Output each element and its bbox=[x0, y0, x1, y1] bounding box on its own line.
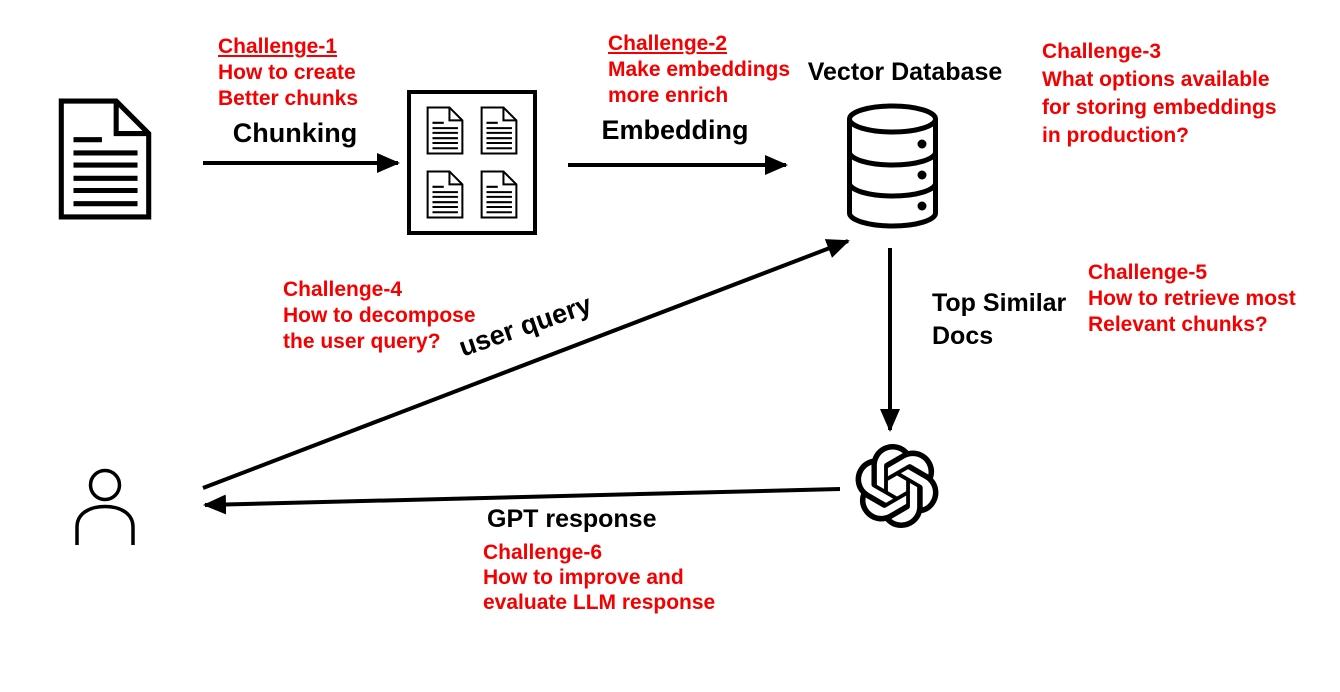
challenge-3-title: Challenge-3 bbox=[1042, 40, 1162, 63]
challenge-1-line2: Better chunks bbox=[218, 87, 359, 110]
challenge-4-line1: How to decompose bbox=[283, 304, 476, 327]
challenge-6-line1: How to improve and bbox=[483, 566, 684, 589]
embedding-label: Embedding bbox=[601, 115, 749, 145]
top-similar-docs-line2: Docs bbox=[932, 322, 994, 350]
chunked-documents-icon bbox=[407, 90, 537, 235]
chunk-document-icon bbox=[426, 168, 464, 221]
challenge-6-title: Challenge-6 bbox=[483, 541, 603, 564]
challenge-2-title: Challenge-2 bbox=[608, 32, 728, 55]
challenge-5-title: Challenge-5 bbox=[1088, 261, 1208, 284]
challenge-4-note: Challenge-4 How to decompose the user qu… bbox=[283, 277, 476, 355]
person-icon bbox=[75, 468, 135, 545]
document-icon bbox=[57, 97, 153, 221]
challenge-5-line1: How to retrieve most bbox=[1088, 287, 1296, 310]
challenge-2-line2: more enrich bbox=[608, 84, 729, 107]
chunking-label: Chunking bbox=[232, 118, 358, 148]
challenge-1-line1: How to create bbox=[218, 61, 356, 84]
challenge-5-line2: Relevant chunks? bbox=[1088, 313, 1268, 336]
top-similar-docs-label: Top Similar Docs bbox=[932, 287, 1066, 353]
challenge-3-line1: What options available bbox=[1042, 68, 1270, 91]
user-query-arrow bbox=[202, 239, 850, 490]
challenge-2-line1: Make embeddings bbox=[608, 58, 791, 81]
challenge-3-line2: for storing embeddings bbox=[1042, 96, 1277, 119]
challenge-3-line3: in production? bbox=[1042, 124, 1189, 147]
challenge-2-note: Challenge-2 Make embeddings more enrich bbox=[608, 31, 790, 109]
openai-logo-icon bbox=[855, 444, 939, 528]
challenge-3-note: Challenge-3 What options available for s… bbox=[1042, 38, 1277, 150]
chunk-document-icon bbox=[480, 168, 518, 221]
challenge-6-line2: evaluate LLM response bbox=[483, 591, 716, 614]
challenge-6-note: Challenge-6 How to improve and evaluate … bbox=[483, 540, 715, 615]
gpt-response-label: GPT response bbox=[487, 505, 657, 533]
challenge-1-title: Challenge-1 bbox=[218, 35, 338, 58]
challenge-4-title: Challenge-4 bbox=[283, 278, 403, 301]
vector-database-label: Vector Database bbox=[807, 58, 1003, 86]
challenge-1-note: Challenge-1 How to create Better chunks bbox=[218, 34, 358, 112]
challenge-5-note: Challenge-5 How to retrieve most Relevan… bbox=[1088, 260, 1296, 338]
chunk-document-icon bbox=[480, 104, 518, 157]
top-similar-docs-line1: Top Similar bbox=[932, 289, 1067, 317]
challenge-4-line2: the user query? bbox=[283, 330, 441, 353]
database-icon bbox=[847, 103, 938, 229]
chunk-document-icon bbox=[426, 104, 464, 157]
gpt-response-arrow bbox=[203, 487, 841, 515]
